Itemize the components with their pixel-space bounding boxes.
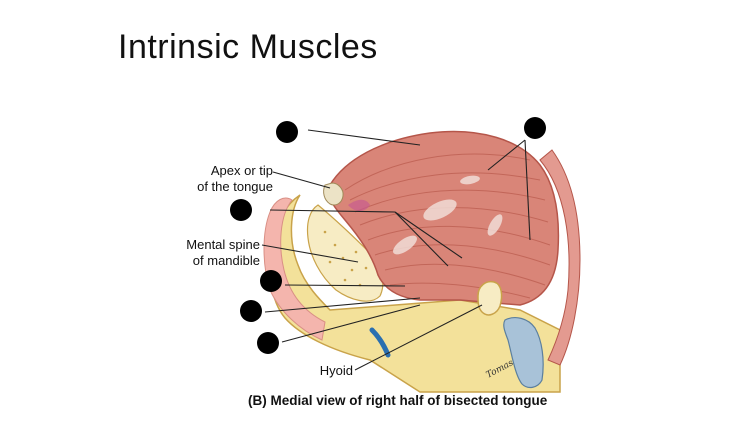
- marker-3: [230, 199, 252, 221]
- marker-4: [260, 270, 282, 292]
- larynx-structure: [503, 317, 544, 389]
- sublingual-fold: [348, 199, 370, 212]
- label-mental-spine: Mental spine of mandible: [160, 237, 260, 269]
- slide-title: Intrinsic Muscles: [118, 28, 378, 66]
- bone-texture: [323, 230, 368, 287]
- mandible-bone: [306, 204, 384, 302]
- label-apex-line2: of the tongue: [197, 179, 273, 194]
- leader-lines: [261, 129, 531, 371]
- label-hyoid: Hyoid: [319, 363, 353, 378]
- chin-skin: [263, 197, 326, 341]
- marker-6: [257, 332, 279, 354]
- fascia-patches: [393, 175, 503, 255]
- label-mental-spine-line1: Mental spine: [186, 237, 260, 252]
- tongue-tip: [323, 182, 344, 206]
- hyoid-bone: [477, 280, 503, 316]
- marker-2: [524, 117, 546, 139]
- label-apex-line1: Apex or tip: [210, 163, 273, 178]
- label-apex: Apex or tip of the tongue: [175, 163, 273, 195]
- marker-5: [240, 300, 262, 322]
- muscle-fibers: [344, 153, 551, 299]
- vessel: [369, 327, 391, 358]
- pharynx-wall: [539, 149, 581, 366]
- figure-caption: (B) Medial view of right half of bisecte…: [248, 393, 548, 408]
- marker-1: [276, 121, 298, 143]
- tongue-body: [328, 130, 560, 306]
- label-mental-spine-line2: of mandible: [192, 253, 260, 268]
